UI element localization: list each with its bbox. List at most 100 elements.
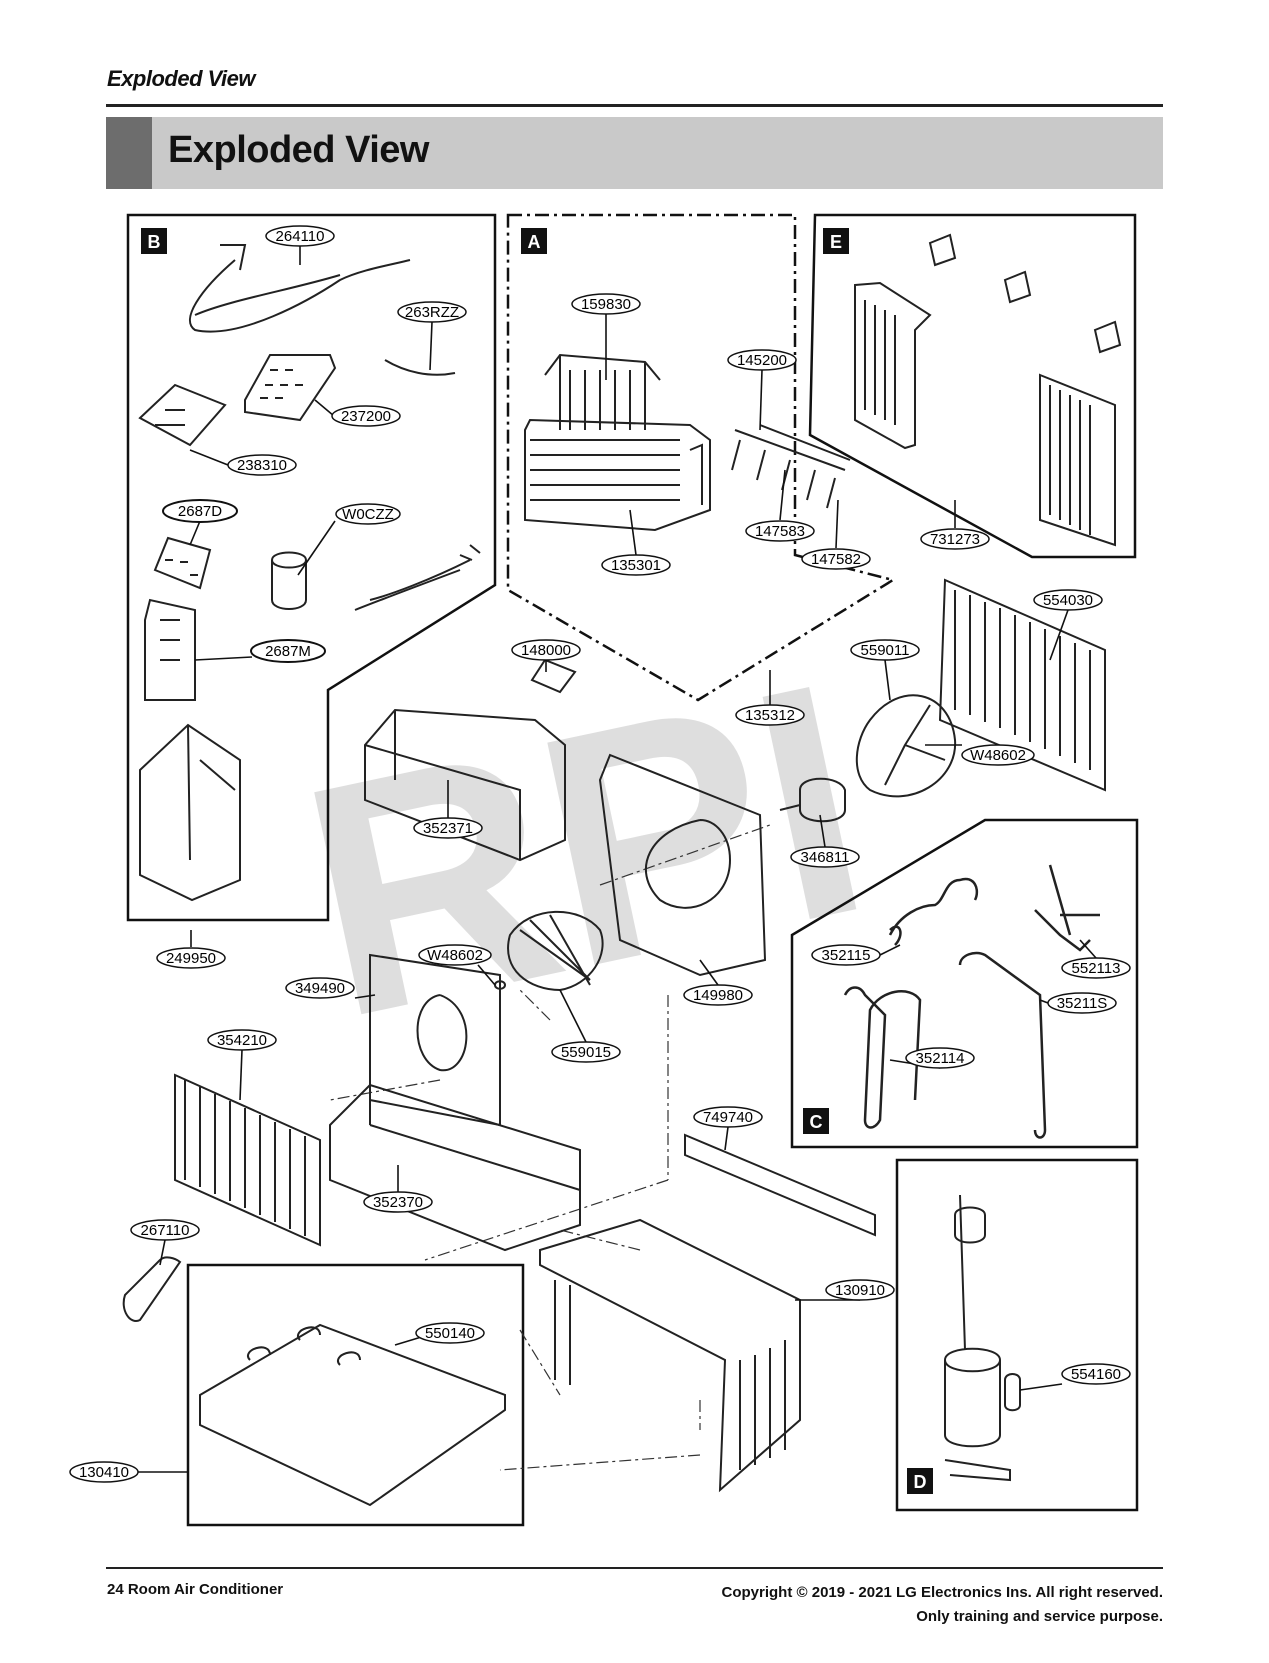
callout-w48602-lower: W48602 — [418, 944, 492, 966]
callout-130410: 130410 — [69, 1461, 139, 1483]
accumulator-drawing — [1004, 1373, 1021, 1412]
tube-352114-drawing — [843, 986, 922, 1129]
section-label-a: A — [521, 228, 547, 254]
callout-w48602-upper: W48602 — [961, 744, 1035, 766]
rail-drawing — [684, 1133, 876, 1237]
bracket-1-drawing — [928, 233, 957, 267]
front-grille-drawing — [524, 418, 711, 532]
tube-552113-drawing — [1034, 864, 1100, 952]
leader-lines — [138, 246, 1097, 1473]
svg-text:145200: 145200 — [737, 352, 787, 369]
callout-731273: 731273 — [920, 528, 990, 550]
callout-35211s: 35211S — [1047, 992, 1117, 1014]
tube-352115-drawing — [888, 877, 979, 946]
remote-drawing — [122, 1256, 182, 1322]
fan-motor-drawing — [779, 777, 846, 823]
callout-267110: 267110 — [130, 1219, 200, 1241]
svg-text:159830: 159830 — [581, 296, 631, 313]
svg-text:354210: 354210 — [217, 1032, 267, 1049]
svg-text:554160: 554160 — [1071, 1366, 1121, 1383]
svg-text:D: D — [914, 1472, 927, 1492]
power-cord-drawing — [189, 244, 411, 333]
section-label-e: E — [823, 228, 849, 254]
callout-749740: 749740 — [693, 1106, 763, 1128]
louver-drawing — [731, 424, 851, 509]
callout-352371: 352371 — [413, 817, 483, 839]
svg-text:349490: 349490 — [295, 980, 345, 997]
callout-554030: 554030 — [1033, 589, 1103, 611]
condenser-coil-drawing — [938, 578, 1106, 792]
svg-text:C: C — [810, 1112, 823, 1132]
air-guide-upper-drawing — [364, 708, 566, 862]
callout-264110: 264110 — [265, 225, 335, 247]
callout-145200: 145200 — [727, 349, 797, 371]
tube-35211s-drawing — [958, 951, 1047, 1139]
section-label-c: C — [803, 1108, 829, 1134]
callout-559011: 559011 — [850, 639, 920, 661]
section-title: Exploded View — [168, 129, 429, 171]
callout-237200: 237200 — [331, 405, 401, 427]
filter-drawing — [544, 353, 661, 430]
svg-text:2687M: 2687M — [265, 643, 311, 660]
callout-346811: 346811 — [790, 846, 860, 868]
callout-149980: 149980 — [683, 984, 753, 1006]
washer-drawing — [493, 980, 507, 990]
section-e-parts — [854, 233, 1122, 547]
side-curtain-right-drawing — [1039, 373, 1116, 547]
svg-text:148000: 148000 — [521, 642, 571, 659]
svg-text:346811: 346811 — [801, 849, 850, 866]
section-label-b: B — [141, 228, 167, 254]
bracket-2-drawing — [1003, 270, 1032, 304]
svg-text:149980: 149980 — [693, 987, 743, 1004]
callout-135312: 135312 — [735, 704, 805, 726]
callout-550140: 550140 — [415, 1322, 485, 1344]
callout-2687m: 2687M — [250, 639, 326, 663]
callout-352114: 352114 — [905, 1047, 975, 1069]
callout-352370: 352370 — [363, 1191, 433, 1213]
svg-text:130410: 130410 — [79, 1464, 129, 1481]
svg-text:135301: 135301 — [611, 557, 661, 574]
callout-2687d: 2687D — [162, 499, 238, 523]
frame-a — [506, 213, 897, 702]
section-frames — [126, 213, 1139, 1527]
copyright-line: Copyright © 2019 - 2021 LG Electronics I… — [721, 1584, 1163, 1601]
callout-554160: 554160 — [1061, 1363, 1131, 1385]
callout-249950: 249950 — [156, 947, 226, 969]
base-pan-drawing — [199, 1323, 506, 1507]
svg-text:W48602: W48602 — [427, 947, 483, 964]
callout-238310: 238310 — [227, 454, 297, 476]
callout-349490: 349490 — [285, 977, 355, 999]
callout-352115: 352115 — [811, 944, 881, 966]
svg-text:237200: 237200 — [341, 408, 391, 425]
svg-text:B: B — [148, 232, 161, 252]
section-label-d: D — [907, 1468, 933, 1494]
svg-text:147582: 147582 — [811, 551, 861, 568]
callout-559015: 559015 — [551, 1041, 621, 1063]
svg-text:264110: 264110 — [276, 228, 325, 245]
callout-130910: 130910 — [825, 1279, 895, 1301]
svg-text:559015: 559015 — [561, 1044, 611, 1061]
callout-147582: 147582 — [801, 548, 871, 570]
bracket-3-drawing — [1093, 320, 1122, 354]
orifice-drawing — [598, 753, 767, 977]
footer-copyright: Copyright © 2019 - 2021 LG Electronics I… — [722, 1581, 1163, 1629]
label-sheet-drawing — [138, 383, 227, 447]
wire-263rzz-drawing — [384, 359, 456, 376]
svg-text:352115: 352115 — [822, 947, 871, 964]
evaporator-coil-drawing — [174, 1073, 321, 1247]
frame-c — [790, 818, 1139, 1149]
svg-text:W0CZZ: W0CZZ — [342, 506, 394, 523]
callout-w0czz: W0CZZ — [335, 503, 401, 525]
control-panel-drawing — [244, 354, 337, 422]
svg-text:559011: 559011 — [861, 642, 910, 659]
pcb-2687d-drawing — [153, 536, 212, 590]
frame-d — [895, 1158, 1139, 1512]
svg-text:W48602: W48602 — [970, 747, 1026, 764]
section-a-parts — [524, 353, 851, 532]
callout-354210: 354210 — [207, 1029, 277, 1051]
frame-e — [808, 213, 1137, 559]
wire-harness-drawing — [354, 544, 481, 611]
compressor-drawing — [944, 1194, 1011, 1482]
svg-text:E: E — [830, 232, 842, 252]
